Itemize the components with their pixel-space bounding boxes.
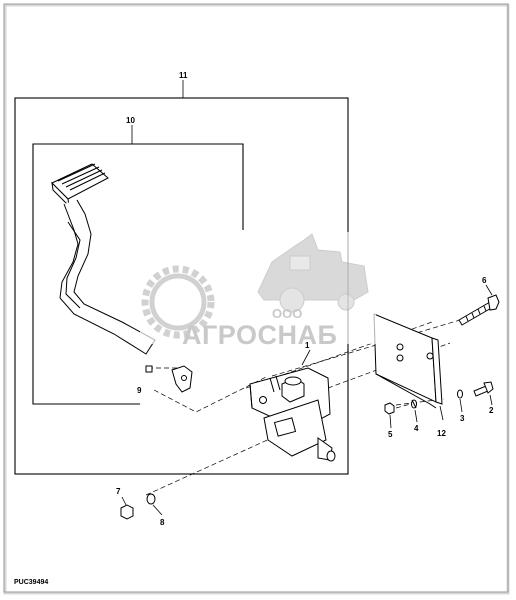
callout-9: 9 xyxy=(137,386,142,395)
watermark-small-text: ООО xyxy=(272,306,302,321)
leader-8 xyxy=(152,504,163,516)
callout-3: 3 xyxy=(460,414,465,423)
leader-5 xyxy=(389,414,392,429)
drawing-id: PUC39494 xyxy=(14,579,48,586)
callout-5: 5 xyxy=(388,430,393,439)
leader-3 xyxy=(459,398,463,413)
callout-2: 2 xyxy=(489,406,494,415)
washer-3 xyxy=(457,389,463,399)
leader-4 xyxy=(414,409,418,423)
washer-8 xyxy=(146,493,156,505)
switch-assembly xyxy=(249,367,336,462)
watermark-large-text: АГРОСНАБ xyxy=(182,320,337,350)
leader-12 xyxy=(439,405,444,421)
pedal-part xyxy=(51,163,156,355)
nut-7 xyxy=(120,504,134,520)
leader-1 xyxy=(301,349,311,366)
leader-7 xyxy=(121,496,127,506)
watermark-logo: ООО АГРОСНАБ xyxy=(140,232,376,350)
short-bolt xyxy=(473,381,494,397)
leader-6 xyxy=(485,284,493,296)
page-frame xyxy=(3,3,510,595)
bracket-plate xyxy=(373,313,443,409)
callout-6: 6 xyxy=(482,276,487,285)
callout-12: 12 xyxy=(437,429,446,438)
assembly-box-10 xyxy=(32,143,244,405)
clevis-part xyxy=(145,365,193,393)
long-bolt xyxy=(458,294,500,326)
callout-8: 8 xyxy=(160,518,165,527)
nut-5 xyxy=(384,402,395,415)
callout-1: 1 xyxy=(305,341,310,350)
callout-10: 10 xyxy=(126,116,135,125)
lock-washer-4 xyxy=(411,399,417,409)
leader-2 xyxy=(489,394,493,406)
harvester-icon xyxy=(257,233,369,313)
callout-11: 11 xyxy=(179,71,188,80)
callout-7: 7 xyxy=(116,487,121,496)
gear-icon xyxy=(141,265,215,339)
callout-4: 4 xyxy=(414,424,419,433)
